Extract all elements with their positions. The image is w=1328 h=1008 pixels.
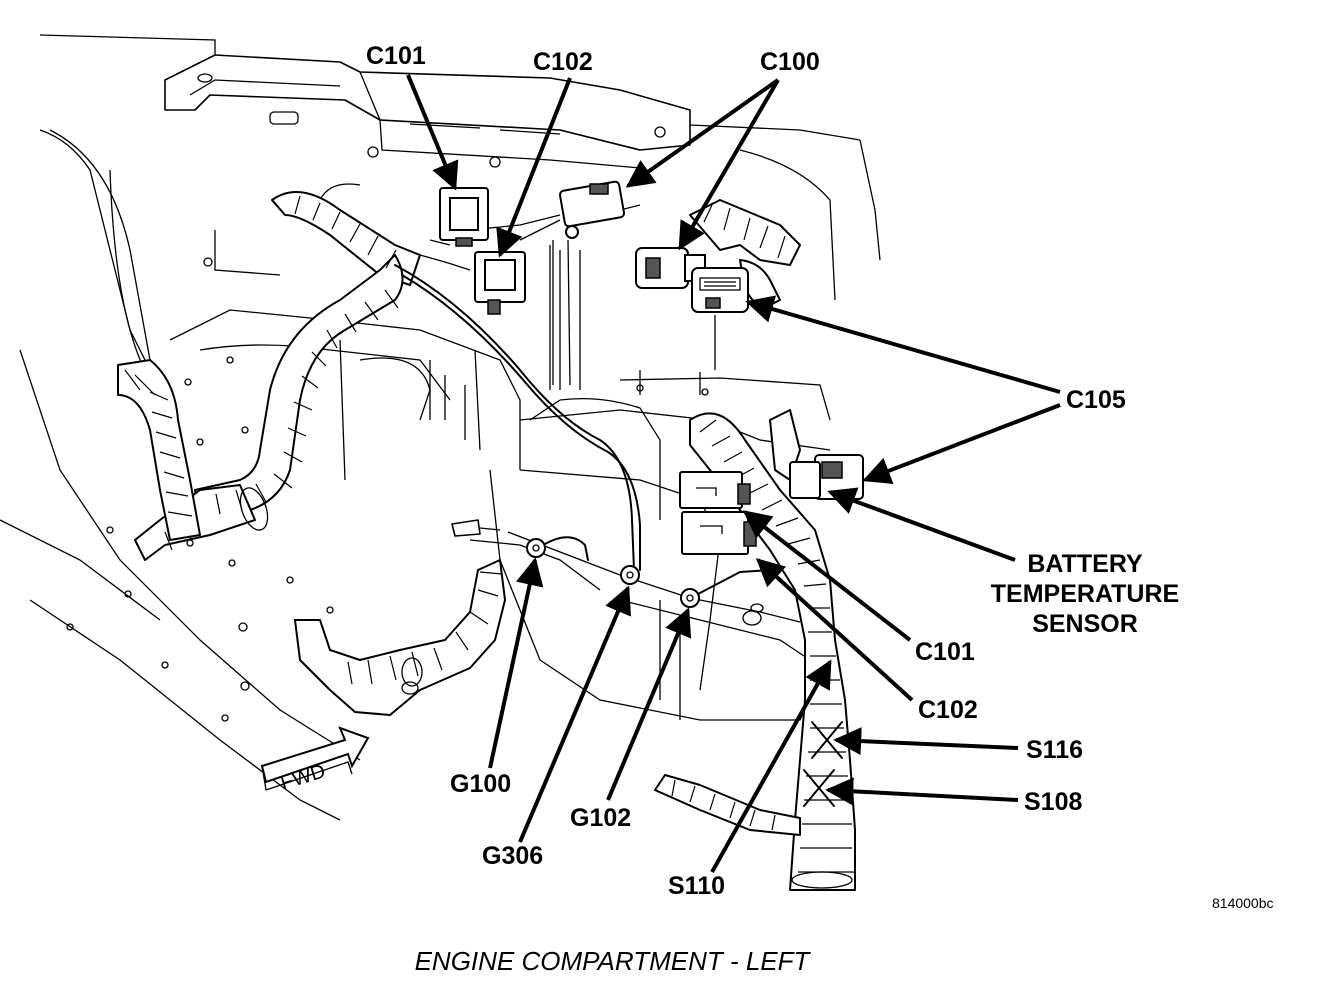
leader-c101-top: [406, 74, 459, 191]
label-g306: G306: [482, 842, 543, 870]
forward-arrow-icon: FWD: [260, 726, 370, 795]
connector-c102-top: [474, 251, 526, 315]
leader-arrows: [406, 74, 1061, 873]
figure-caption: ENGINE COMPARTMENT - LEFT: [415, 946, 812, 976]
leader-c102-right: [755, 558, 914, 702]
label-c105: C105: [1066, 386, 1126, 414]
label-battery-temp-1: BATTERY: [1027, 550, 1143, 578]
label-c101-top: C101: [366, 42, 426, 70]
leader-s108: [825, 777, 1019, 806]
connector-c101-top: [439, 187, 489, 247]
label-c101-right: C101: [915, 638, 975, 666]
figure-id: 814000bc: [1212, 895, 1274, 911]
label-battery-temp-2: TEMPERATURE: [991, 580, 1179, 608]
leader-s110: [710, 659, 832, 873]
leader-c102-top: [496, 77, 572, 258]
leader-c100-b: [678, 78, 780, 251]
label-s110: S110: [668, 872, 725, 900]
leader-c105-a: [745, 295, 1061, 394]
leader-s116: [833, 727, 1019, 756]
leader-c105-b: [862, 403, 1061, 485]
connector-c105-lower: [789, 454, 864, 500]
label-s116: S116: [1026, 736, 1083, 764]
label-g100: G100: [450, 770, 511, 798]
connector-c102-right: [681, 511, 757, 555]
label-g102: G102: [570, 804, 631, 832]
leader-g102: [606, 607, 692, 801]
connector-c101-right: [679, 471, 751, 509]
engine-compartment-line-art: [0, 34, 881, 821]
leader-g306: [518, 585, 632, 843]
leader-c101-right: [742, 510, 912, 642]
label-s108: S108: [1024, 788, 1082, 816]
leader-c100-a: [625, 78, 780, 188]
ground-eyelets: [526, 536, 771, 608]
leader-g100: [488, 557, 544, 769]
callout-labels: C101 C102 C100 C105 BATTERY TEMPERATURE …: [366, 42, 1274, 976]
label-c100: C100: [760, 48, 820, 76]
label-c102-right: C102: [918, 696, 978, 724]
connector-c105-upper: [691, 267, 749, 313]
connector-c100-top: [558, 180, 626, 239]
label-battery-temp-3: SENSOR: [1032, 610, 1138, 638]
label-c102-top: C102: [533, 48, 593, 76]
leader-battery-temp: [827, 487, 1016, 562]
